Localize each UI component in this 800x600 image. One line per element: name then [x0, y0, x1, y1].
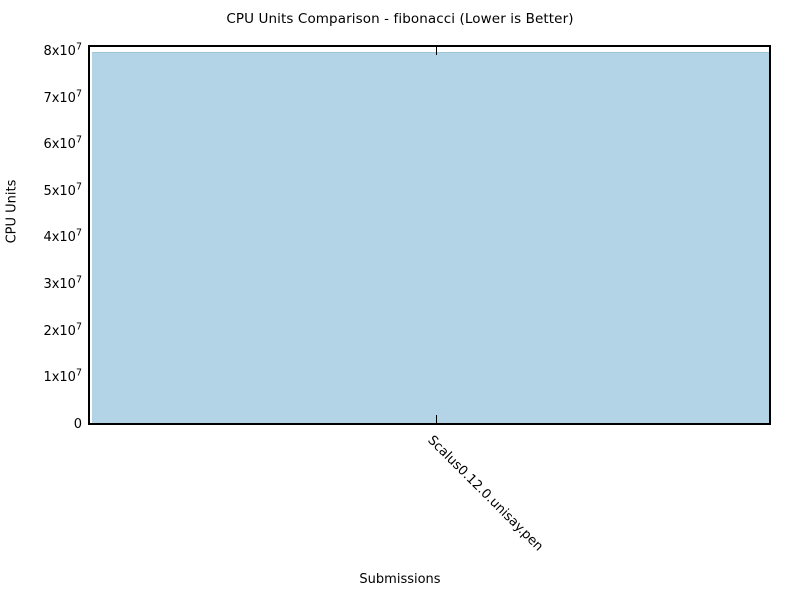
y-axis-tick-label: 0 [73, 417, 82, 432]
x-axis-tick-mark-bottom [436, 415, 437, 423]
x-axis-title: Submissions [359, 572, 441, 587]
y-axis-tick-label: 5x107 [43, 181, 82, 199]
x-axis-tick-label-scalus: Scalus0.12.0.unisay.pen [424, 433, 546, 555]
bar-scalus [92, 52, 769, 423]
y-axis-tick-label: 2x107 [43, 321, 82, 339]
y-axis-tick-label: 7x107 [43, 88, 82, 106]
y-axis-tick-label: 4x107 [43, 228, 82, 246]
x-axis-tick-mark-top [436, 47, 437, 55]
chart-title: CPU Units Comparison - fibonacci (Lower … [226, 11, 574, 27]
y-axis-tick-labels: 0 1x107 2x107 3x107 4x107 5x107 6x107 7x107 8x10… [4, 0, 82, 600]
y-axis-tick-label: 3x107 [43, 274, 82, 293]
y-axis-tick-label: 6x107 [43, 134, 82, 153]
plot-area [88, 45, 771, 425]
y-axis-tick-label: 1x107 [43, 368, 82, 386]
y-axis-tick-label: 8x107 [43, 41, 82, 59]
plot-inner [90, 47, 769, 423]
